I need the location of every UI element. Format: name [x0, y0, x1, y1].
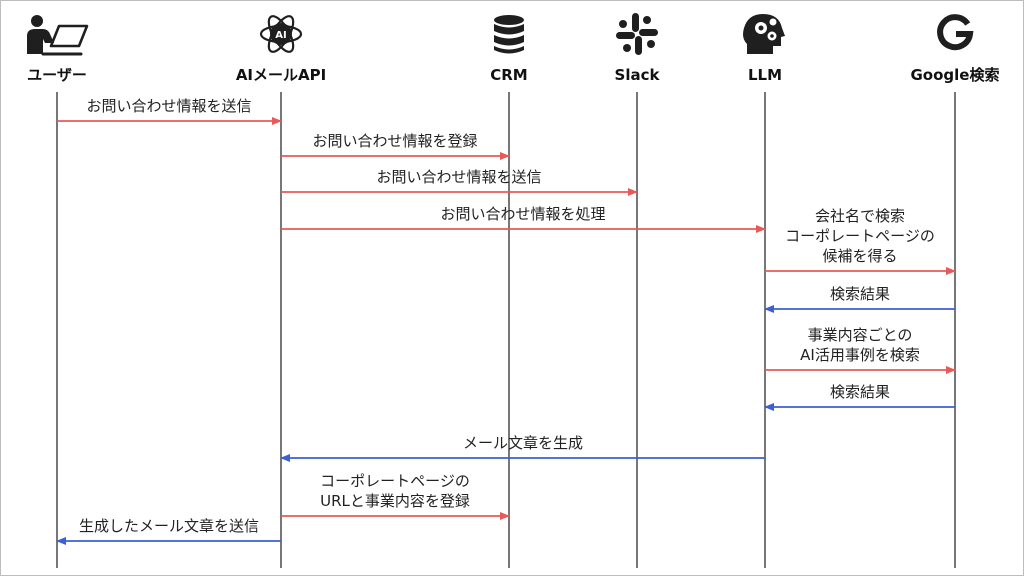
message-10: コーポレートページの URLと事業内容を登録 — [281, 472, 510, 520]
message-label: URLと事業内容を登録 — [320, 492, 470, 510]
message-label: 検索結果 — [830, 383, 890, 401]
google-icon — [937, 14, 974, 51]
actor-label-api: AIメールAPI — [236, 66, 326, 84]
lifelines — [56, 92, 956, 568]
database-icon — [494, 15, 524, 54]
slack-icon — [616, 13, 658, 55]
message-label: 候補を得る — [822, 247, 897, 265]
message-label: 生成したメール文章を送信 — [79, 517, 259, 535]
message-label: お問い合わせ情報を送信 — [376, 168, 541, 186]
message-label: 事業内容ごとの — [808, 326, 913, 344]
actor-icons: AI — [27, 13, 974, 56]
message-label: コーポレートページの — [785, 227, 935, 245]
actor-label-crm: CRM — [490, 66, 528, 84]
message-label: お問い合わせ情報を送信 — [86, 97, 251, 115]
message-label: メール文章を生成 — [463, 434, 583, 452]
ai-chip-icon: AI — [259, 15, 303, 53]
svg-text:AI: AI — [275, 30, 286, 41]
message-8: 検索結果 — [764, 383, 955, 411]
messages: お問い合わせ情報を送信お問い合わせ情報を登録お問い合わせ情報を送信お問い合わせ情… — [56, 97, 956, 545]
actor-label-slack: Slack — [615, 66, 661, 84]
message-11: 生成したメール文章を送信 — [56, 517, 281, 545]
message-7: 事業内容ごとの AI活用事例を検索 — [765, 326, 956, 374]
message-4: お問い合わせ情報を処理 — [281, 205, 766, 233]
message-1: お問い合わせ情報を送信 — [57, 97, 282, 125]
message-label: お問い合わせ情報を処理 — [440, 205, 605, 223]
message-label: 検索結果 — [830, 285, 890, 303]
person-laptop-icon — [27, 15, 89, 56]
actor-label-google: Google検索 — [911, 66, 1000, 84]
message-6: 検索結果 — [764, 285, 955, 313]
message-9: メール文章を生成 — [280, 434, 765, 462]
actor-label-user: ユーザー — [27, 66, 87, 84]
actor-label-llm: LLM — [748, 66, 782, 84]
message-label: AI活用事例を検索 — [800, 346, 920, 364]
message-2: お問い合わせ情報を登録 — [281, 132, 510, 160]
message-label: 会社名で検索 — [815, 207, 905, 225]
brain-gears-icon — [743, 14, 785, 54]
actor-labels: ユーザー AIメールAPI CRM Slack LLM Google検索 — [27, 66, 999, 84]
message-label: お問い合わせ情報を登録 — [312, 132, 477, 150]
message-label: コーポレートページの — [320, 472, 470, 490]
message-3: お問い合わせ情報を送信 — [281, 168, 638, 196]
